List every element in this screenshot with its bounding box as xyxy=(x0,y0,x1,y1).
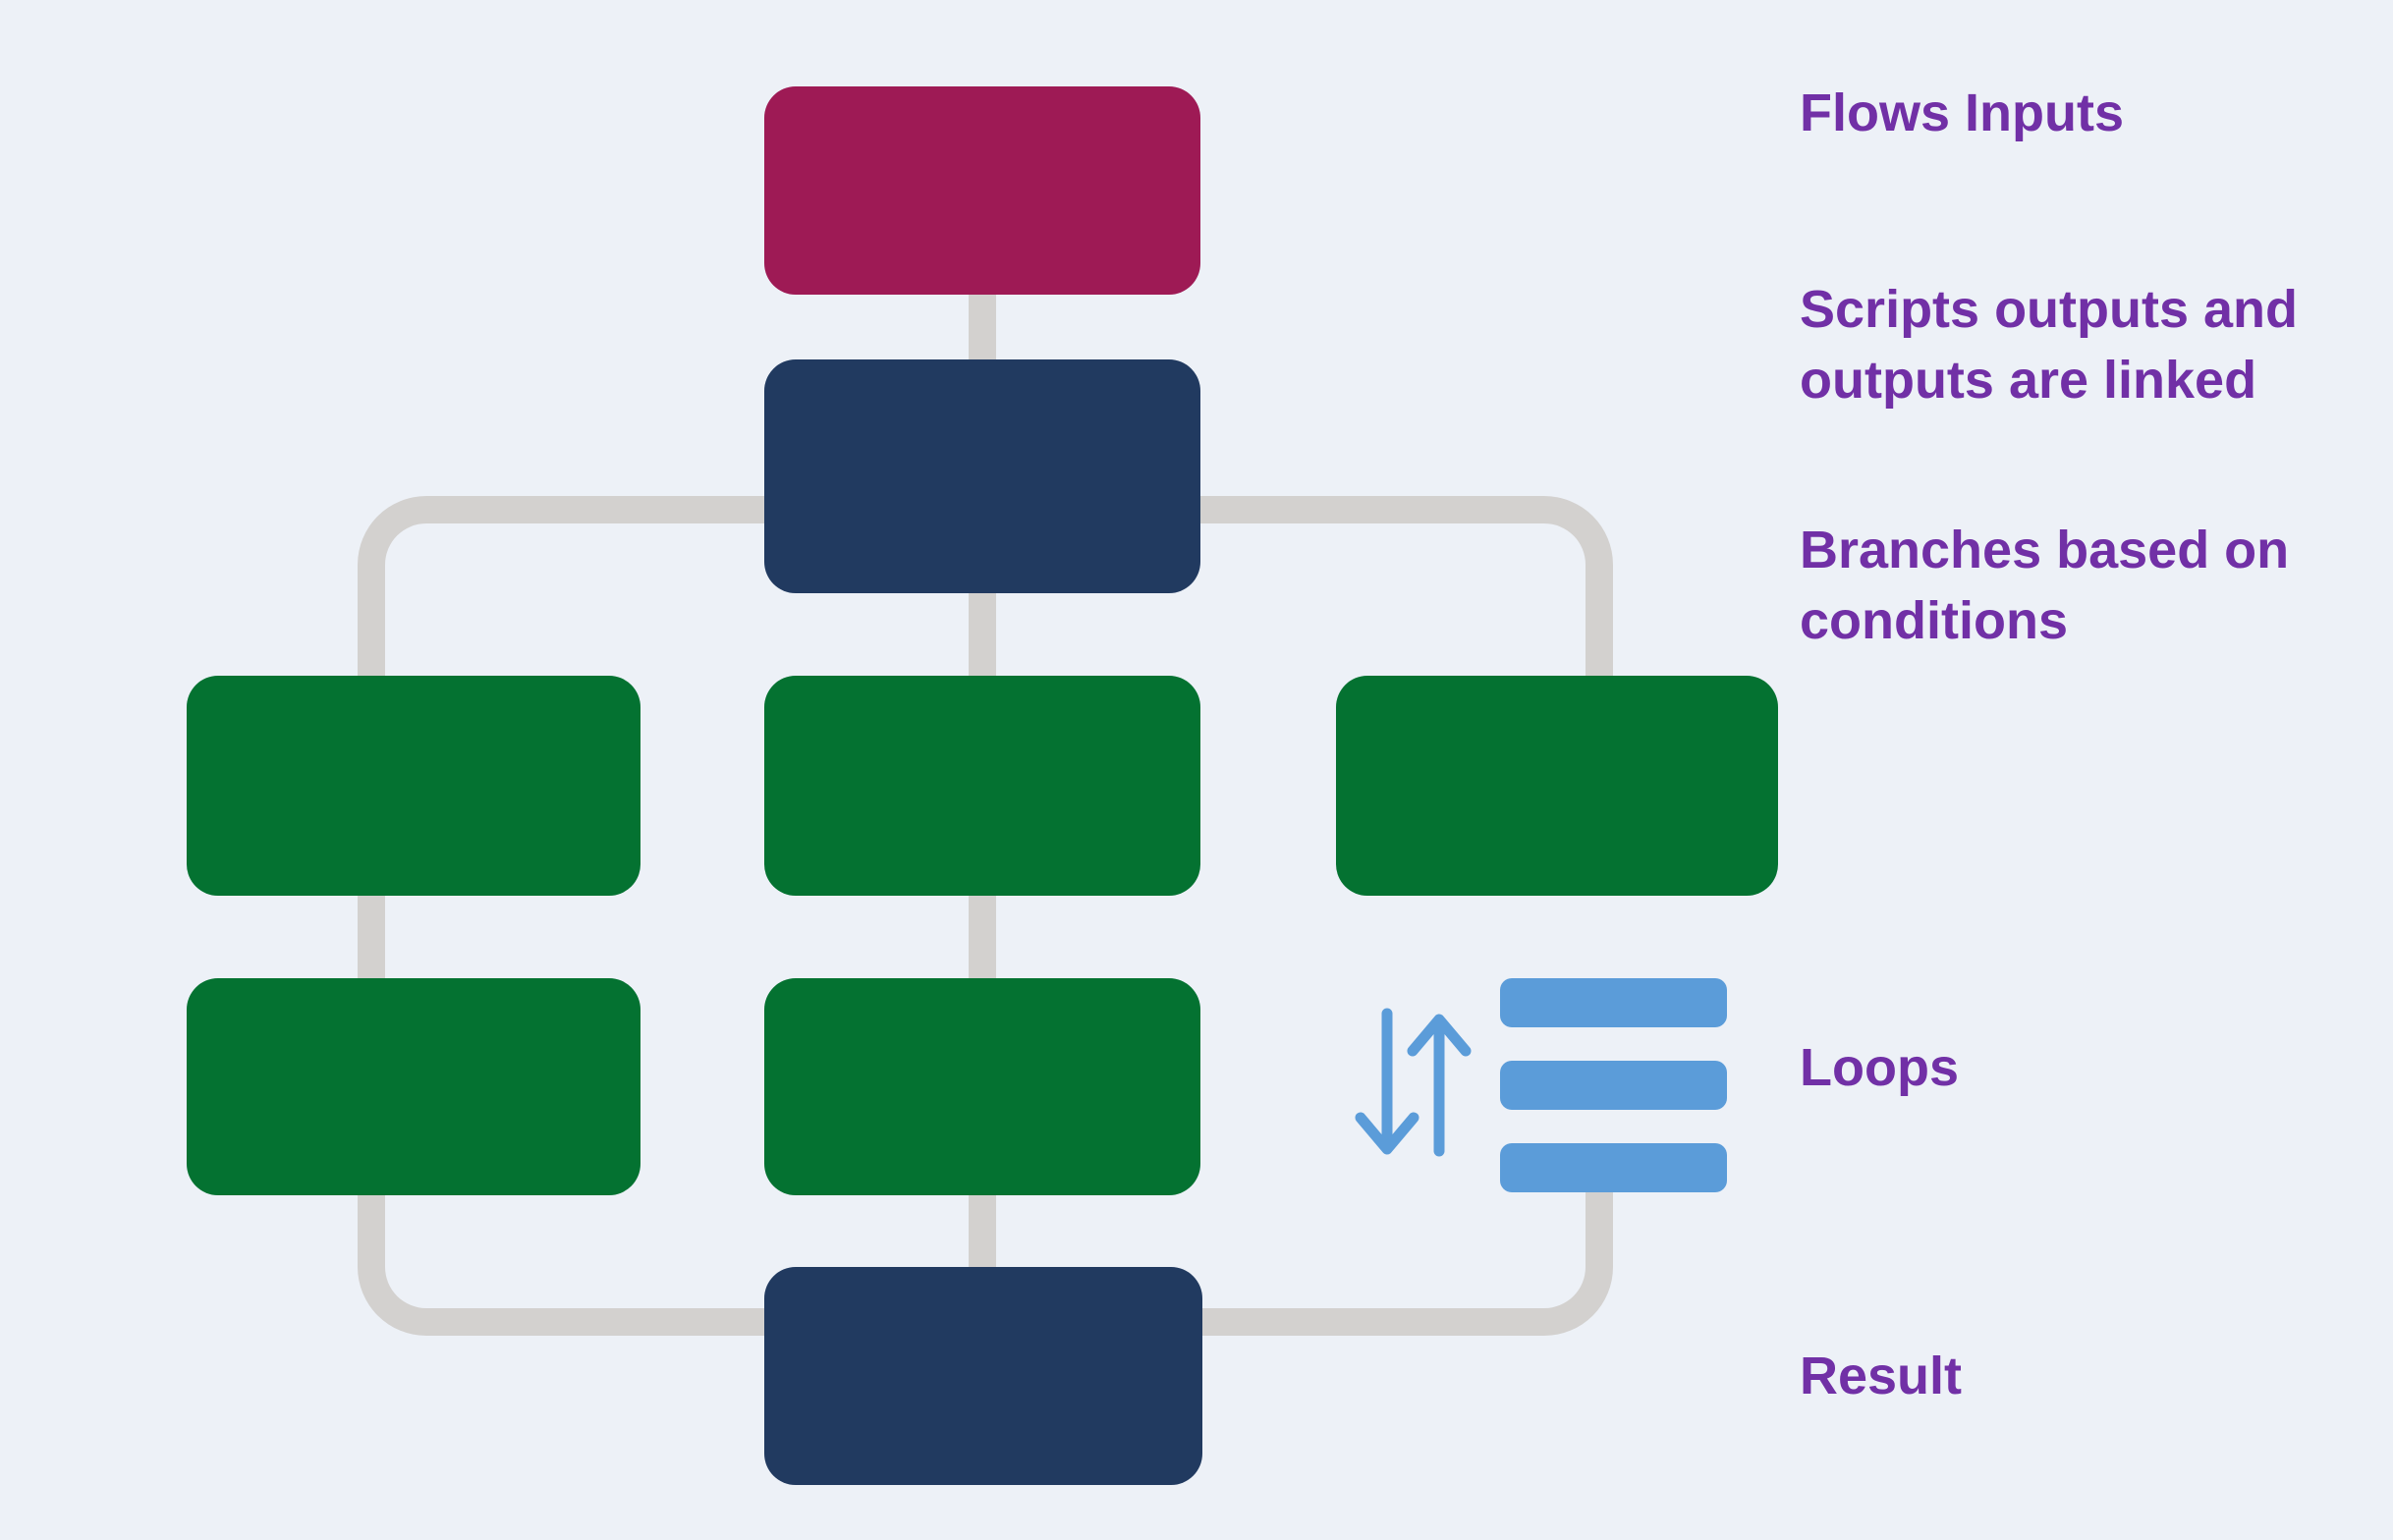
loop-bar-icon xyxy=(1500,1061,1727,1110)
node-branch-left xyxy=(187,676,640,896)
node-result xyxy=(764,1267,1202,1485)
node-branch-center-2 xyxy=(764,978,1200,1195)
label-flows-inputs: Flows Inputs xyxy=(1800,83,2124,142)
label-branches-conditions: Branches based on conditions xyxy=(1800,521,2290,650)
node-script-main xyxy=(764,359,1200,593)
loop-bar-icon xyxy=(1500,1143,1727,1192)
node-branch-right xyxy=(1336,676,1778,896)
loop-bar-icon xyxy=(1500,978,1727,1027)
node-branch-left-2 xyxy=(187,978,640,1195)
loop-arrows-icon xyxy=(1355,1008,1472,1157)
label-loops: Loops xyxy=(1800,1038,1959,1097)
label-result: Result xyxy=(1800,1347,1963,1405)
node-flow-input xyxy=(764,86,1200,295)
node-branch-center xyxy=(764,676,1200,896)
label-scripts-outputs-linked: Scripts outputs and outputs are linked xyxy=(1800,280,2299,410)
